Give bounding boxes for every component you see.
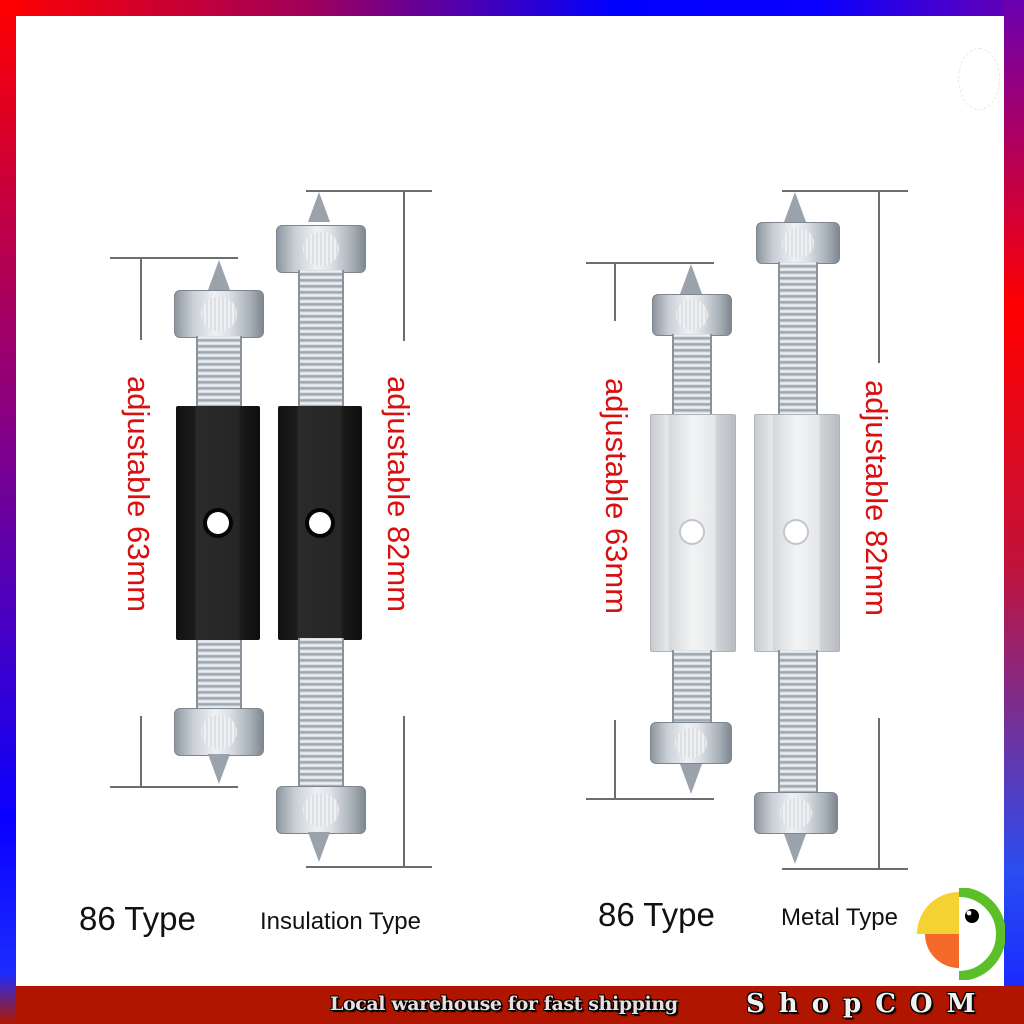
dimension-line-v-bot-82 (403, 716, 405, 866)
frame-left-edge (0, 0, 16, 1024)
promo-banner (16, 986, 1024, 1024)
dimension-line-bottom-82 (782, 868, 908, 870)
hex-nut-icon (174, 708, 264, 756)
metal-sleeve (754, 414, 840, 652)
brand-letter: o (811, 989, 830, 1019)
brand-letter: p (843, 989, 862, 1019)
brand-letter: S (746, 989, 765, 1019)
parrot-logo-icon (917, 888, 1005, 980)
insulated-sleeve (278, 406, 362, 640)
brand-letter: M (946, 989, 976, 1019)
screw-tip-icon (784, 834, 806, 864)
length-label-82mm: adjustable 82mm (381, 376, 416, 613)
dimension-line-63-bottom-vertical (614, 720, 616, 798)
insulated-sleeve (176, 406, 260, 640)
length-label-63mm: adjustable 63mm (599, 378, 634, 615)
thread-icon (196, 336, 242, 408)
dimension-line-v-top-82 (403, 191, 405, 341)
dimension-line-top-63 (110, 257, 238, 259)
brand-letter: C (875, 989, 896, 1019)
screw-tip-icon (680, 264, 702, 294)
dimension-line-top-82 (306, 190, 432, 192)
dimension-line-v-top-82 (878, 191, 880, 363)
dimension-line-v-bot-82 (878, 718, 880, 868)
length-label-63mm: adjustable 63mm (121, 376, 156, 613)
metal-sleeve (650, 414, 736, 652)
frame-right-edge (1004, 0, 1024, 1024)
screw-tip-icon (784, 192, 806, 222)
thread-icon (778, 650, 818, 796)
dimension-line-top-82 (782, 190, 908, 192)
dimension-line-bottom-63 (110, 786, 238, 788)
sleeve-hole-icon (207, 512, 229, 534)
screw-tip-icon (208, 260, 230, 290)
variant-caption: Insulation Type (260, 908, 422, 935)
frame-top-edge (0, 0, 1024, 16)
thread-icon (196, 640, 242, 710)
banner-tagline: Local warehouse for fast shipping (330, 993, 678, 1015)
dimension-line-v-top-63 (140, 258, 142, 340)
screw-tip-icon (308, 832, 330, 862)
dimension-line-v-bot-63 (140, 716, 142, 786)
thread-icon (672, 334, 712, 416)
sleeve-hole-icon (681, 521, 703, 543)
thread-icon (672, 650, 712, 724)
hex-nut-icon (276, 786, 366, 834)
screw-tip-icon (680, 764, 702, 794)
model-caption: 86 Type (598, 896, 715, 933)
model-caption: 86 Type (79, 900, 196, 937)
hex-nut-icon (650, 722, 732, 764)
watermark-icon (958, 48, 1000, 110)
sleeve-hole-icon (785, 521, 807, 543)
hex-nut-icon (174, 290, 264, 338)
hex-nut-icon (756, 222, 840, 264)
hex-nut-icon (754, 792, 838, 834)
product-image-canvas (16, 16, 1004, 988)
length-label-82mm: adjustable 82mm (859, 380, 894, 617)
dimension-line-bottom-82 (306, 866, 432, 868)
screw-tip-icon (208, 754, 230, 784)
thread-icon (778, 262, 818, 416)
variant-caption: Metal Type (781, 904, 898, 931)
dimension-line-v-top-63 (614, 263, 616, 321)
screw-tip-icon (308, 192, 330, 222)
brand-letter: O (909, 989, 933, 1019)
hex-nut-icon (652, 294, 732, 336)
sleeve-hole-icon (309, 512, 331, 534)
hex-nut-icon (276, 225, 366, 273)
brand-letter: h (778, 989, 798, 1019)
brand-wordmark: S h o p C O M (746, 989, 975, 1019)
dimension-line-top-63 (586, 262, 714, 264)
dimension-line-bottom-63 (586, 798, 714, 800)
thread-icon (298, 638, 344, 790)
thread-icon (298, 270, 344, 408)
